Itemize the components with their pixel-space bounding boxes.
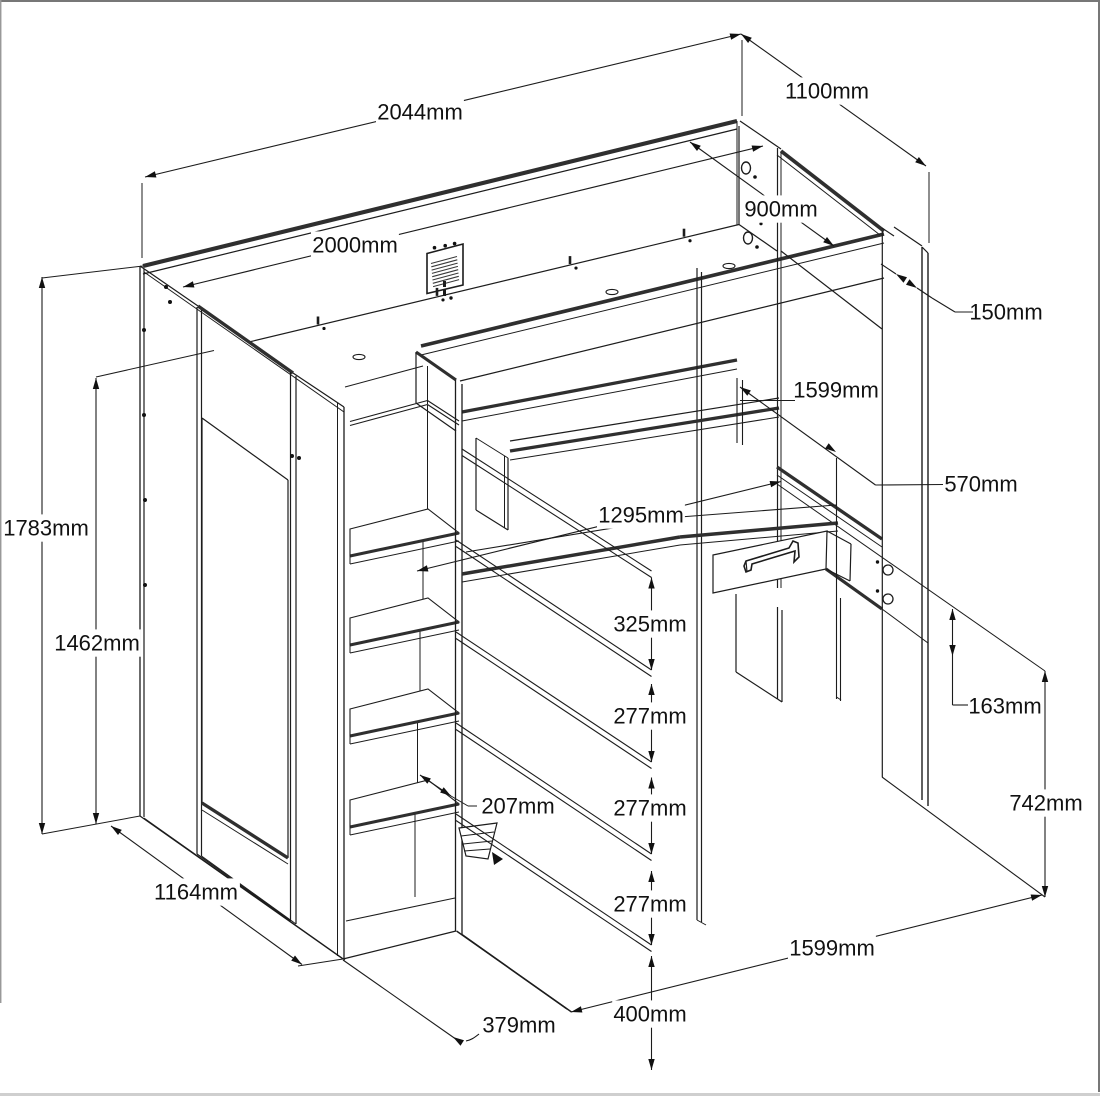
- svg-text:2000mm: 2000mm: [312, 233, 398, 258]
- svg-text:325mm: 325mm: [613, 612, 686, 637]
- svg-text:400mm: 400mm: [613, 1002, 686, 1027]
- svg-text:2044mm: 2044mm: [377, 100, 463, 125]
- svg-text:207mm: 207mm: [481, 794, 554, 819]
- svg-text:1599mm: 1599mm: [793, 378, 879, 403]
- svg-text:1295mm: 1295mm: [598, 503, 684, 528]
- svg-text:277mm: 277mm: [613, 704, 686, 729]
- svg-text:1164mm: 1164mm: [154, 880, 238, 905]
- svg-text:900mm: 900mm: [744, 197, 817, 222]
- svg-text:742mm: 742mm: [1009, 791, 1082, 816]
- svg-text:379mm: 379mm: [482, 1013, 555, 1038]
- svg-text:163mm: 163mm: [968, 694, 1041, 719]
- svg-text:277mm: 277mm: [613, 892, 686, 917]
- svg-text:1783mm: 1783mm: [3, 516, 89, 541]
- svg-text:1599mm: 1599mm: [789, 936, 875, 961]
- svg-text:150mm: 150mm: [969, 300, 1042, 325]
- svg-text:1100mm: 1100mm: [785, 79, 869, 104]
- svg-text:277mm: 277mm: [613, 796, 686, 821]
- svg-text:570mm: 570mm: [944, 472, 1017, 497]
- svg-text:1462mm: 1462mm: [54, 631, 140, 656]
